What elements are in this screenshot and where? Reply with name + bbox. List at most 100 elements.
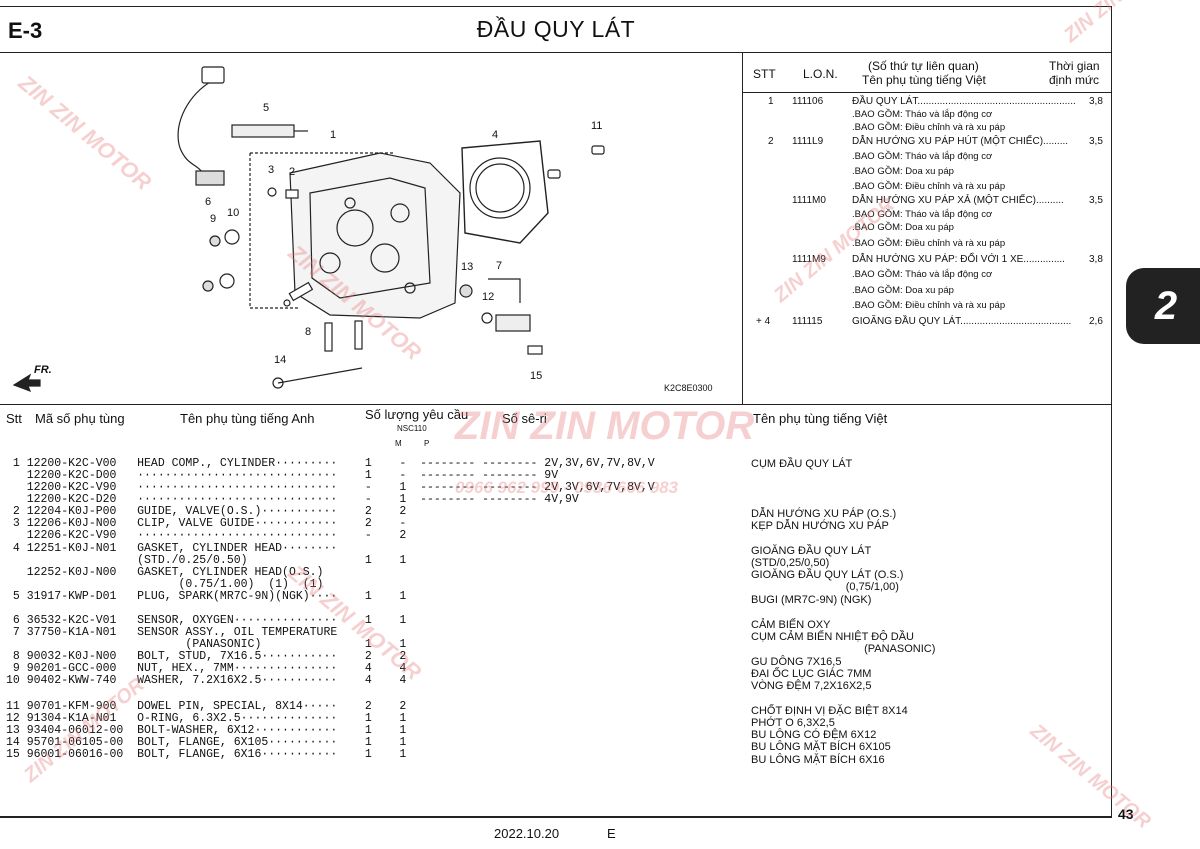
ref-row-name: .BAO GỒM: Tháo và lắp động cơ bbox=[852, 151, 993, 162]
parts-line: 12206-K2C-V90 ··························… bbox=[6, 529, 407, 542]
ref-row-time: 3,8 bbox=[1089, 96, 1103, 107]
ref-row-name: .BAO GỒM: Tháo và lắp động cơ bbox=[852, 109, 993, 120]
callout-7: 7 bbox=[496, 260, 503, 272]
ref-col-time-2: định mức bbox=[1049, 73, 1100, 87]
ref-col-time-1: Thời gian bbox=[1049, 59, 1100, 73]
ref-row-lon: 111106 bbox=[792, 96, 824, 107]
ref-row-time: 3,5 bbox=[1089, 195, 1103, 206]
parts-line: (STD./0.25/0.50) 1 1 bbox=[6, 554, 407, 567]
vn-line: DẪN HƯỚNG XU PÁP (O.S.) bbox=[751, 508, 897, 520]
ref-row-name: DẪN HƯỚNG XU PÁP HÚT (MỘT CHIẾC)........… bbox=[852, 136, 1069, 147]
parts-line: 13 93404-06012-00 BOLT-WASHER, 6X12·····… bbox=[6, 724, 407, 737]
diagram-rule bbox=[0, 404, 1112, 405]
ref-row-name: .BAO GỒM: Tháo và lắp động cơ bbox=[852, 209, 993, 220]
diagram-code: K2C8E0300 bbox=[664, 383, 713, 393]
page-title: ĐẦU QUY LÁT bbox=[476, 16, 636, 42]
vn-line: PHỚT O 6,3X2,5 bbox=[751, 717, 835, 729]
parts-line: 4 12251-K0J-N01 GASKET, CYLINDER HEAD···… bbox=[6, 542, 338, 555]
section-code: E-3 bbox=[8, 18, 43, 43]
sensor-wire bbox=[177, 80, 213, 179]
ref-row-name: .BAO GỒM: Doa xu páp bbox=[852, 222, 954, 233]
exploded-diagram bbox=[12, 66, 605, 393]
vn-line: BU LÔNG MẶT BÍCH 6X16 bbox=[751, 754, 885, 766]
vn-line: CHỐT ĐỊNH VỊ ĐẶC BIỆT 8X14 bbox=[751, 705, 908, 717]
footer-date: 2022.10.20 bbox=[494, 826, 560, 841]
col-serial: Số sê-ri bbox=[502, 411, 547, 426]
chapter-tab: 2 bbox=[1126, 268, 1200, 344]
vn-line: GU DÔNG 7X16,5 bbox=[751, 656, 842, 668]
parts-line: 1 12200-K2C-V00 HEAD COMP., CYLINDER····… bbox=[6, 457, 655, 470]
vn-line: (STD/0,25/0,50) bbox=[751, 557, 830, 569]
callout-9: 9 bbox=[210, 213, 217, 225]
callout-12: 12 bbox=[482, 291, 495, 303]
ref-row-stt: + 4 bbox=[756, 316, 771, 327]
ref-row-lon: 1111M9 bbox=[792, 254, 826, 265]
col-model: NSC110 bbox=[397, 424, 427, 433]
col-name-en: Tên phụ tùng tiếng Anh bbox=[180, 411, 315, 426]
parts-line: 11 90701-KFM-900 DOWEL PIN, SPECIAL, 8X1… bbox=[6, 700, 407, 713]
col-qty: Số lượng yêu cầu bbox=[365, 407, 469, 422]
vn-line: ĐAI ỐC LỤC GIÁC 7MM bbox=[751, 668, 872, 680]
parts-line: 15 96001-06016-00 BOLT, FLANGE, 6X16····… bbox=[6, 748, 407, 761]
parts-line: 12252-K0J-N00 GASKET, CYLINDER HEAD(O.S.… bbox=[6, 566, 324, 579]
ref-row-name: DẪN HƯỚNG XU PÁP: ĐỔI VỚI 1 XE..........… bbox=[852, 254, 1065, 265]
ref-table-header-rule bbox=[742, 92, 1112, 93]
head-gasket bbox=[461, 140, 549, 244]
ref-row-name: .BAO GỒM: Doa xu páp bbox=[852, 285, 954, 296]
title-rule bbox=[0, 52, 1112, 53]
ref-col-name-1: (Số thứ tự liên quan) bbox=[868, 59, 979, 73]
parts-line: 2 12204-K0J-P00 GUIDE, VALVE(O.S.)······… bbox=[6, 505, 407, 518]
callout-8: 8 bbox=[305, 326, 312, 338]
col-stt: Stt bbox=[6, 411, 22, 426]
vn-line: BU LÔNG MẶT BÍCH 6X105 bbox=[751, 741, 891, 753]
callout-3: 3 bbox=[268, 164, 275, 176]
callout-11: 11 bbox=[591, 120, 603, 132]
ref-row-name: .BAO GỒM: Điều chỉnh và rà xu páp bbox=[852, 181, 1006, 192]
spark-plug bbox=[231, 124, 295, 138]
ref-row-lon: 1111L9 bbox=[792, 136, 824, 147]
vn-line: GIOĂNG ĐẦU QUY LÁT bbox=[751, 545, 872, 557]
ref-row-lon: 1111M0 bbox=[792, 195, 826, 206]
ref-row-stt: 2 bbox=[768, 136, 774, 147]
callout-1: 1 bbox=[330, 129, 337, 141]
ref-row-lon: 111115 bbox=[792, 316, 823, 327]
ref-row-name: .BAO GỒM: Doa xu páp bbox=[852, 166, 954, 177]
ref-row-name: ĐẦU QUY LÁT.............................… bbox=[852, 96, 1076, 107]
ref-row-name: .BAO GỒM: Điều chỉnh và rà xu páp bbox=[852, 122, 1006, 133]
vn-line: KẸP DẪN HƯỚNG XU PÁP bbox=[751, 520, 889, 532]
ref-row-name: GIOĂNG ĐẦU QUY LÁT......................… bbox=[852, 316, 1072, 327]
parts-line: 5 31917-KWP-D01 PLUG, SPARK(MR7C-9N)(NGK… bbox=[6, 590, 407, 603]
vn-line: CỤM ĐẦU QUY LÁT bbox=[751, 458, 853, 470]
ref-row-time: 2,6 bbox=[1089, 316, 1103, 327]
cylinder-head-body bbox=[289, 152, 461, 319]
vn-line: VÒNG ĐỆM 7,2X16X2,5 bbox=[751, 680, 872, 692]
ref-row-time: 3,8 bbox=[1089, 254, 1103, 265]
diagram-divider bbox=[742, 52, 743, 404]
callout-4: 4 bbox=[492, 129, 499, 141]
col-name-vn: Tên phụ tùng tiếng Việt bbox=[753, 411, 888, 426]
callout-6: 6 bbox=[205, 196, 212, 208]
parts-line: (0.75/1.00) (1) (1) bbox=[6, 578, 324, 591]
parts-line: 12 91304-K1A-N01 O-RING, 6.3X2.5········… bbox=[6, 712, 407, 725]
parts-line: (PANASONIC) 1 1 bbox=[6, 638, 407, 651]
bottom-rule bbox=[0, 816, 1112, 817]
vn-line: GIOĂNG ĐẦU QUY LÁT (O.S.) bbox=[751, 569, 904, 581]
vn-line: CẢM BIẾN OXY bbox=[751, 619, 831, 631]
ref-row-stt: 1 bbox=[768, 96, 774, 107]
ref-row-time: 3,5 bbox=[1089, 136, 1103, 147]
ref-row-name: DẪN HƯỚNG XU PÁP XẢ (MỘT CHIẾC).........… bbox=[852, 195, 1064, 206]
callout-14: 14 bbox=[274, 354, 287, 366]
ref-row-name: .BAO GỒM: Tháo và lắp động cơ bbox=[852, 269, 993, 280]
page-frame bbox=[0, 6, 1112, 818]
vn-line: BU LÔNG CÓ ĐỆM 6X12 bbox=[751, 729, 877, 741]
parts-line: 12200-K2C-D00 ··························… bbox=[6, 469, 559, 482]
parts-line: 12200-K2C-D20 ··························… bbox=[6, 493, 579, 506]
parts-line: 6 36532-K2C-V01 SENSOR, OXYGEN··········… bbox=[6, 614, 407, 627]
ref-row-name: .BAO GỒM: Điều chỉnh và rà xu páp bbox=[852, 300, 1006, 311]
parts-line: 14 95701-06105-00 BOLT, FLANGE, 6X105···… bbox=[6, 736, 407, 749]
ref-col-lon: L.O.N. bbox=[803, 67, 838, 81]
sensor-connector bbox=[201, 66, 225, 84]
parts-line: 7 37750-K1A-N01 SENSOR ASSY., OIL TEMPER… bbox=[6, 626, 338, 639]
ref-row-name: .BAO GỒM: Điều chỉnh và rà xu páp bbox=[852, 238, 1006, 249]
callout-15: 15 bbox=[530, 370, 543, 382]
